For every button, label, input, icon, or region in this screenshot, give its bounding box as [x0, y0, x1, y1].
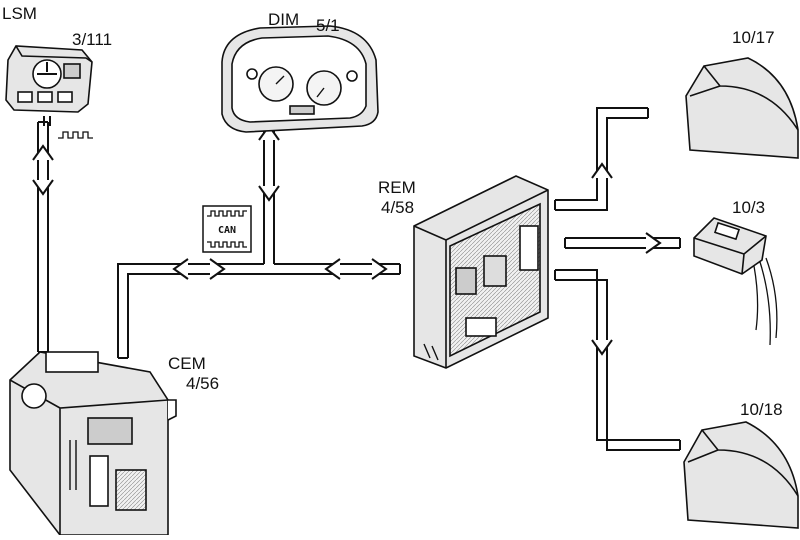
can-signal-box: CAN	[202, 205, 252, 253]
lamp-top-illustration	[685, 57, 799, 159]
dim-name: DIM	[268, 10, 300, 29]
arrow-up	[32, 144, 54, 168]
can-label: CAN	[218, 225, 236, 236]
arrow-down	[32, 179, 54, 196]
lamp-mid-code: 10/3	[732, 198, 766, 217]
rem-code: 4/58	[381, 198, 415, 217]
lsm-name: LSM	[2, 4, 37, 23]
link-rem-lamp-bottom	[555, 269, 680, 451]
lsm-device-illustration	[5, 45, 93, 126]
arrow-up	[591, 162, 613, 179]
cem-device-illustration	[9, 351, 177, 536]
arrow-left	[324, 258, 341, 280]
lamp-top-code: 10/17	[732, 28, 775, 47]
lamp-mid-illustration	[693, 217, 778, 346]
arrow-left	[172, 258, 189, 280]
signal-tag-lsm	[58, 131, 93, 139]
arrow-right	[645, 232, 662, 254]
lamp-bottom-code: 10/18	[740, 400, 783, 419]
arrow-right	[371, 258, 388, 280]
cem-code: 4/56	[186, 374, 220, 393]
lamp-bottom-illustration	[683, 421, 799, 529]
dim-code: 5/1	[316, 16, 340, 35]
arrow-down	[258, 185, 280, 202]
link-rem-lamp-mid	[565, 237, 680, 249]
link-rem-lamp-top	[555, 107, 648, 211]
cem-name: CEM	[168, 354, 206, 373]
arrow-down	[591, 339, 613, 356]
link-can-bus	[117, 263, 400, 358]
rem-device-illustration	[413, 175, 549, 369]
arrow-right	[209, 258, 226, 280]
lsm-code: 3/111	[72, 30, 113, 49]
rem-name: REM	[378, 178, 416, 197]
dim-device-illustration	[221, 25, 379, 133]
